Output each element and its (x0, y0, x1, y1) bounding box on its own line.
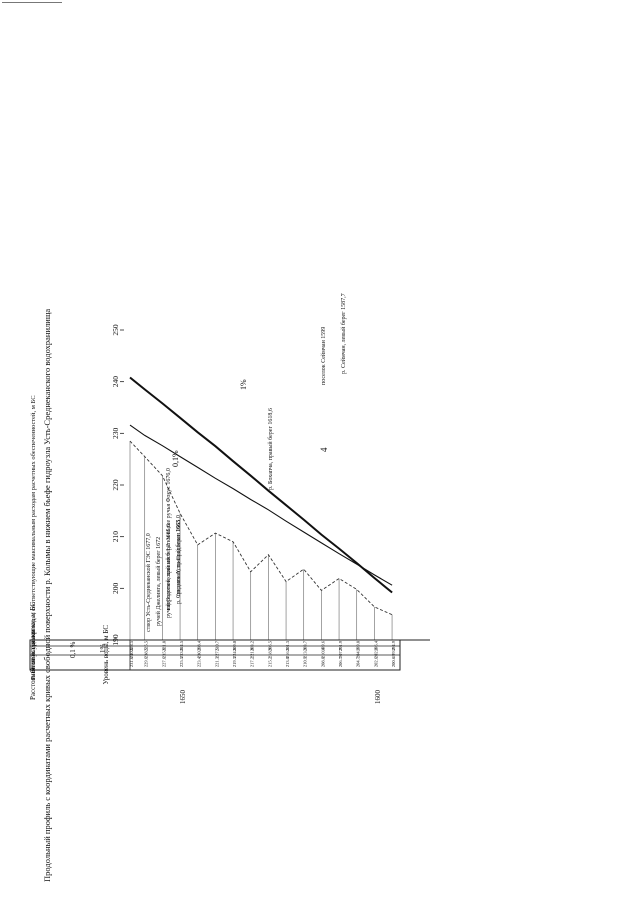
table-cell: 202.0 (373, 647, 378, 658)
table-cell: 208.4 (197, 640, 202, 651)
table-row-label-0-1: 0,1 % (69, 642, 77, 659)
curve-1-percent (129, 424, 393, 586)
table-cell: 225.5 (144, 640, 149, 651)
table-cell: 223.4 (197, 656, 202, 667)
table-cell: 233.0 (179, 647, 184, 658)
y-tick-label: 210 (111, 531, 120, 543)
table-row-label-1: 1% (99, 644, 107, 654)
table-cell: 196.4 (373, 640, 378, 651)
y-tick-label: 200 (111, 582, 120, 594)
x-tick-1650: 1650 (179, 690, 187, 705)
table-cell: 221.8 (161, 640, 166, 651)
landmark-label: створ Усть-Среднеканской ГЭС 1677,0 (145, 533, 152, 632)
table-cell: 210.4 (320, 647, 325, 658)
landmark-label: р. Бохапча, правый берег 1618,6 (267, 408, 274, 490)
table-cell: 229.6 (144, 656, 149, 667)
table-cell: 213.0 (285, 656, 290, 667)
table-cell: 206.7 (338, 656, 343, 667)
landmark-label: поселок Усть-Среднекан 1665,0 (176, 515, 182, 596)
table-cell: 224.6 (232, 647, 237, 658)
vertical-level-lines (129, 441, 393, 640)
table-cell: 199.6 (320, 640, 325, 651)
landmark-label: ручей Оздотый, правый берег 1665,6 (165, 524, 172, 618)
table-cell: 214.5 (179, 640, 184, 651)
landmark-label: р. Среднекан, правый берег 1663 (175, 520, 182, 604)
table-cell: 230.2 (197, 648, 202, 658)
table-cell: 238.5 (144, 647, 149, 658)
table-cell: 235.8 (161, 647, 166, 658)
curve-0-1-percent (129, 376, 393, 594)
curve-label-1: 1% (239, 379, 248, 390)
table-cell: 201.9 (338, 640, 343, 651)
table-cell: 218.9 (267, 647, 272, 658)
curve-label-0-1: 0,1% (171, 450, 180, 467)
y-tick-label: 250 (111, 324, 120, 336)
y-tick-label: 240 (111, 376, 120, 388)
table-cell: 203.2 (250, 641, 255, 651)
landmark-label: р. Сеймчан, левый берег 1587,7 (340, 293, 347, 374)
table-cell: 216.1 (285, 648, 290, 658)
table-cell: 208.8 (320, 656, 325, 667)
table-cell: 199.8 (356, 640, 361, 651)
table-cell: 217.2 (250, 657, 255, 667)
table-cell: 206.5 (267, 640, 272, 651)
x-axis-label: Расстояние от устья, км (29, 629, 37, 700)
table-cell: 221.3 (214, 656, 219, 667)
table-cell: 219.3 (232, 656, 237, 667)
table-cell: 210.9 (303, 656, 308, 667)
table-cell: 202.6 (373, 656, 378, 667)
table-cell: 203.7 (303, 640, 308, 651)
corner-scan-mark (2, 2, 62, 3)
table-cell: 210.7 (214, 640, 219, 651)
table-cell: 221.8 (250, 647, 255, 658)
table-cell: 231.6 (129, 656, 134, 667)
table-cell: 227.6 (161, 656, 166, 667)
table-cell: 227.5 (214, 647, 219, 658)
table-cell: 199.2 (391, 648, 396, 658)
data-table: 228.5240.8231.6225.5238.5229.6221.8235.8… (29, 639, 401, 671)
landmark-label: ручей Джелинга, левый берег 1672 (155, 537, 162, 626)
table-cell: 204.7 (356, 656, 361, 667)
table-header-main: Расчетные уровни воды, соответствующие м… (30, 395, 37, 680)
y-tick-label: 220 (111, 479, 120, 491)
landmark-label: гидрологический пост 1,2 км выше ручья Ф… (165, 468, 172, 610)
table-cell: 200.6 (391, 656, 396, 667)
table-cell: 215.2 (267, 657, 272, 667)
table-cell: 209.0 (232, 640, 237, 651)
table-cell: 240.8 (129, 647, 134, 658)
table-cell: 201.3 (285, 640, 290, 651)
y-tick-label: 230 (111, 427, 120, 439)
table-cell: 225.5 (179, 656, 184, 667)
table-cell: 207.7 (338, 647, 343, 658)
table-header-bottom: Отметка дна реки, м БС (29, 602, 37, 673)
table-cell: 194.9 (391, 640, 396, 651)
table-cell: 204.9 (356, 647, 361, 658)
landmark-label: поселок Сеймчан 1599 (320, 327, 327, 385)
table-cell: 228.5 (129, 640, 134, 651)
x-tick-1600: 1600 (374, 690, 382, 705)
table-cell: 213.3 (303, 647, 308, 658)
